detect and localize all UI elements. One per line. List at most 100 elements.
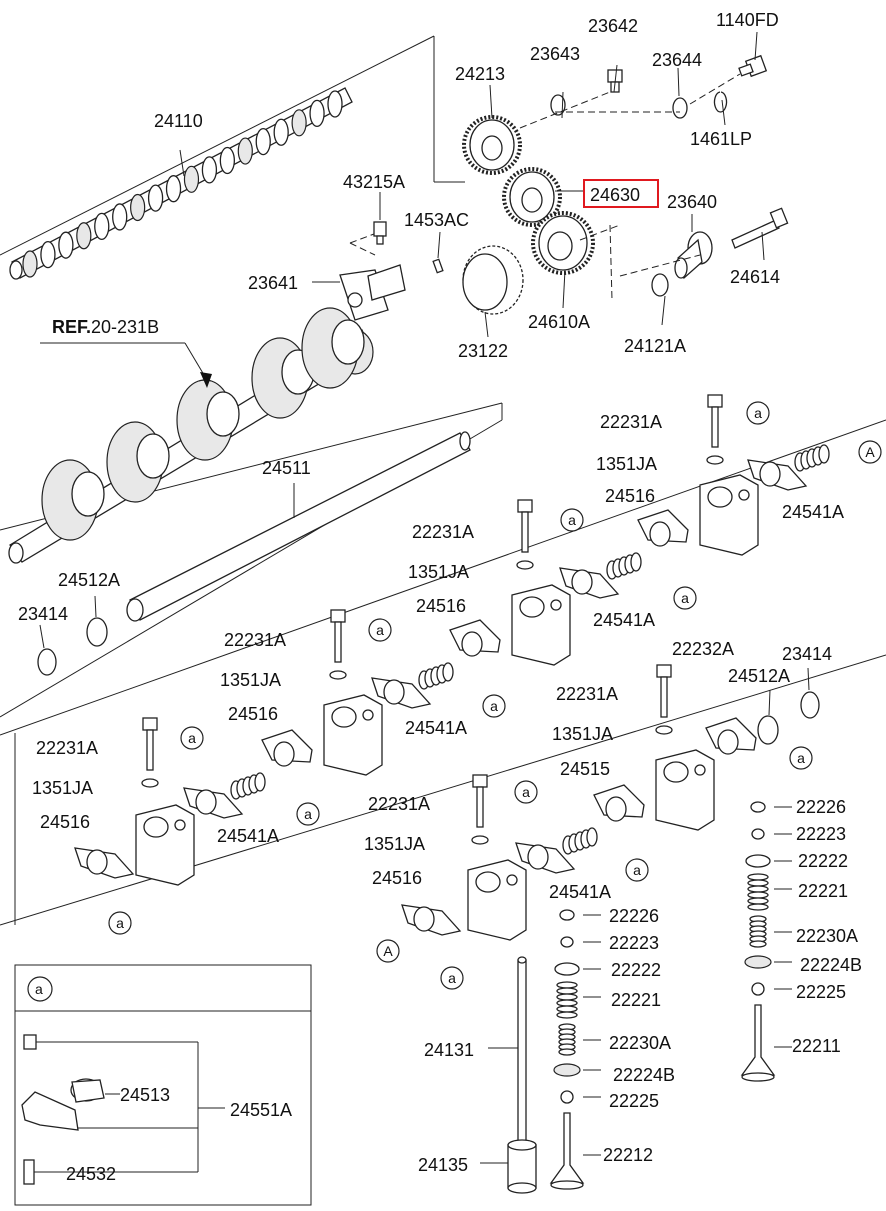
rocker-bore: [759, 461, 781, 487]
valve-stack-left: [549, 909, 601, 1190]
callout-A: A: [858, 440, 882, 464]
label-24614: 24614: [730, 267, 780, 287]
outer-spring-coil: [747, 891, 769, 899]
valve-stem-head: [549, 1112, 585, 1184]
callout-a: a: [108, 911, 132, 935]
label-43215A: 43215A: [343, 172, 405, 192]
rocker-group: [511, 499, 689, 666]
outer-spring-coil: [556, 981, 578, 989]
pin-1453AC: [432, 258, 444, 274]
callout-circle: [180, 726, 204, 750]
crank-journal: [331, 319, 365, 365]
crank-journal: [136, 433, 170, 479]
label-24131: 24131: [424, 1040, 474, 1060]
inner-spring-coil: [558, 1048, 576, 1056]
callout-text: a: [522, 784, 530, 800]
label-22231A-5: 22231A: [368, 794, 430, 814]
cam-lobe: [40, 240, 56, 269]
cam-lobe: [273, 118, 289, 146]
rocker-support: [699, 474, 759, 556]
bolt-head: [707, 394, 723, 408]
bolt-head: [142, 717, 158, 731]
valve-stack-right: [740, 801, 792, 1082]
label-1351JA-1: 1351JA: [596, 454, 657, 474]
gear-24630: [502, 167, 562, 227]
cam-lobe: [201, 156, 218, 184]
outer-spring-coil: [747, 903, 769, 911]
ring-24512A-left: [86, 617, 108, 647]
label-1453AC: 1453AC: [404, 210, 469, 230]
rocker-group: [699, 394, 830, 556]
rocker-bore: [461, 631, 483, 657]
label-22221-b: 22221: [611, 990, 661, 1010]
callout-circle: [440, 966, 464, 990]
callout-text: a: [188, 730, 196, 746]
label-22223-a: 22223: [796, 824, 846, 844]
cam-lobe: [94, 212, 110, 241]
gear-24213: [462, 115, 522, 175]
label-24512A-right: 24512A: [728, 666, 790, 686]
washer: [655, 725, 673, 735]
rocker-bore: [649, 521, 671, 547]
bolt-shank: [660, 676, 668, 718]
label-24135: 24135: [418, 1155, 468, 1175]
ref-arrow: [200, 372, 212, 388]
label-22231A-1: 22231A: [600, 412, 662, 432]
label-22222-b: 22222: [611, 960, 661, 980]
bolt-1140FD: [738, 54, 768, 78]
callout-circle: [746, 401, 770, 425]
callout-circle: [296, 802, 320, 826]
cam-lobe: [22, 250, 38, 278]
callout-text: a: [304, 806, 312, 822]
label-22225-a: 22225: [796, 982, 846, 1002]
support-bolt-hole: [362, 709, 374, 721]
support-bolt-hole: [550, 599, 562, 611]
bolt-shank: [711, 406, 719, 448]
label-23642: 23642: [588, 16, 638, 36]
cam-lobe: [147, 184, 164, 212]
label-22222-a: 22222: [798, 851, 848, 871]
label-22232A: 22232A: [672, 639, 734, 659]
cam-lobe: [327, 90, 343, 118]
bolt-24614: [731, 207, 789, 261]
support-bore: [707, 486, 733, 508]
label-23640: 23640: [667, 192, 717, 212]
callout-circle: [858, 440, 882, 464]
callout-text: a: [754, 405, 762, 421]
label-24121A: 24121A: [624, 336, 686, 356]
rocker-spring-coil: [254, 772, 266, 792]
bolt-head: [330, 609, 346, 623]
label-24541A-5: 24541A: [549, 882, 611, 902]
label-22230A-b: 22230A: [609, 1033, 671, 1053]
label-23643: 23643: [530, 44, 580, 64]
rocker-spring-coil: [630, 552, 642, 572]
rocker-bore: [413, 906, 435, 932]
label-1351JA-6: 1351JA: [552, 724, 613, 744]
callout-text: a: [376, 622, 384, 638]
label-24541A-1: 24541A: [782, 502, 844, 522]
callout-circle: [560, 508, 584, 532]
label-24213: 24213: [455, 64, 505, 84]
label-24551A: 24551A: [230, 1100, 292, 1120]
cam-lobe: [291, 109, 307, 137]
rocker-groups: [74, 394, 830, 941]
rocker-group: [655, 664, 757, 831]
callout-circle: [673, 586, 697, 610]
outer-spring-coil: [556, 999, 578, 1007]
washer-23644: [672, 97, 688, 119]
support-bore: [519, 596, 545, 618]
label-22221-a: 22221: [798, 881, 848, 901]
label-22224B-a: 22224B: [800, 955, 862, 975]
label-22231A-3: 22231A: [224, 630, 286, 650]
bolt-shank: [521, 511, 529, 553]
callout-a: a: [746, 401, 770, 425]
callout-text: A: [383, 943, 393, 959]
label-24532: 24532: [66, 1164, 116, 1184]
callout-text: a: [797, 750, 805, 766]
label-1351JA-3: 1351JA: [220, 670, 281, 690]
washer: [516, 560, 534, 570]
bolt-43215A: [373, 221, 387, 245]
crank-journal: [206, 391, 240, 437]
callout-circle: [376, 939, 400, 963]
support-bolt-hole: [506, 874, 518, 886]
